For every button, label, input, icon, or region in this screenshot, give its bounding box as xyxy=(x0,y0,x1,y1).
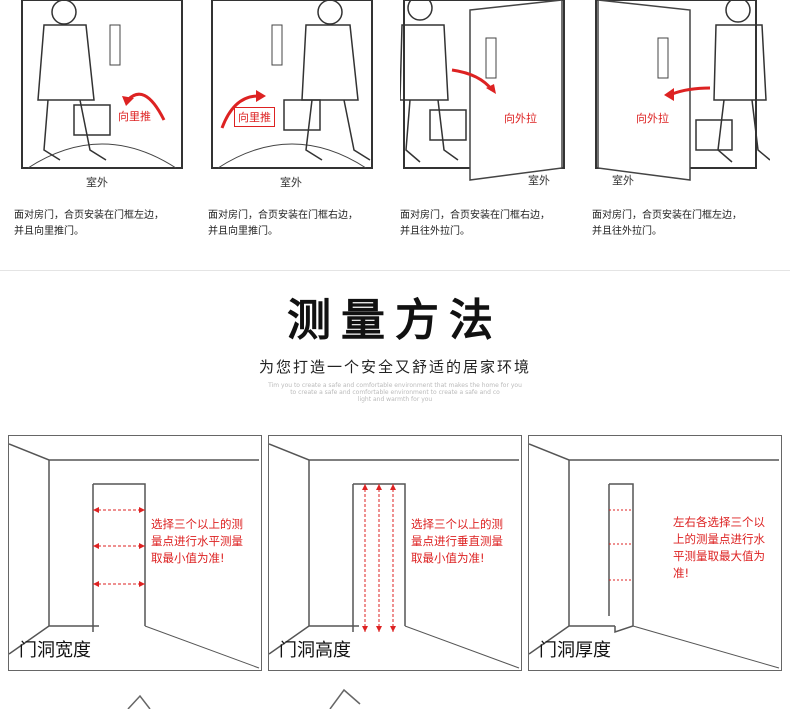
door-illustration-push-right xyxy=(211,0,373,169)
outdoor-label: 室外 xyxy=(280,176,302,189)
section-subtitle: 为您打造一个安全又舒适的居家环境 xyxy=(258,358,531,376)
door-panel-4: 向外拉 室外 xyxy=(592,0,770,195)
push-in-label: 向里推 xyxy=(118,110,151,123)
door-caption-3: 面对房门，合页安装在门框右边， 并且往外拉门。 xyxy=(400,210,550,237)
section-divider xyxy=(0,270,790,271)
thickness-label: 门洞厚度 xyxy=(539,640,611,661)
room-height-illustration xyxy=(269,443,520,669)
room-thickness-illustration xyxy=(529,443,780,669)
door-caption-4: 面对房门，合页安装在门框左边， 并且往外拉门。 xyxy=(592,210,742,237)
thickness-instruction: 左右各选择三个以 上的测量点进行水 平测量取最大值为 准! xyxy=(673,515,765,580)
height-instruction: 选择三个以上的测 量点进行垂直测量 取最小值为准! xyxy=(411,517,503,565)
door-illustration-pull-left xyxy=(595,0,770,181)
outdoor-label: 室外 xyxy=(612,174,634,187)
measure-panel-width: 选择三个以上的测 量点进行水平测量 取最小值为准! 门洞宽度 xyxy=(8,435,262,671)
width-instruction: 选择三个以上的测 量点进行水平测量 取最小值为准! xyxy=(151,517,243,565)
pull-out-label: 向外拉 xyxy=(504,112,537,125)
fine-print: Tim you to create a safe and comfortable… xyxy=(268,382,522,403)
section-title: 测量方法 xyxy=(287,295,503,346)
height-label: 门洞高度 xyxy=(279,640,351,661)
push-in-label: 向里推 xyxy=(234,107,275,127)
door-caption-1: 面对房门，合页安装在门框左边， 并且向里推门。 xyxy=(14,210,164,237)
door-panel-3: 向外拉 室外 xyxy=(400,0,578,195)
door-illustration-push-left xyxy=(21,0,183,169)
measure-panel-thickness: 左右各选择三个以 上的测量点进行水 平测量取最大值为 准! 门洞厚度 xyxy=(528,435,782,671)
door-panel-2: 向里推 室外 xyxy=(208,0,386,195)
width-label: 门洞宽度 xyxy=(19,640,91,661)
room-width-illustration xyxy=(9,443,260,669)
door-caption-2: 面对房门，合页安装在门框右边， 并且向里推门。 xyxy=(208,210,358,237)
door-illustration-pull-right xyxy=(400,0,565,181)
pull-out-label: 向外拉 xyxy=(636,112,669,125)
outdoor-label: 室外 xyxy=(86,176,108,189)
next-section-sketch xyxy=(127,688,361,709)
outdoor-label: 室外 xyxy=(528,174,550,187)
door-panel-1: 向里推 室外 xyxy=(14,0,192,195)
measure-panel-height: 选择三个以上的测 量点进行垂直测量 取最小值为准! 门洞高度 xyxy=(268,435,522,671)
